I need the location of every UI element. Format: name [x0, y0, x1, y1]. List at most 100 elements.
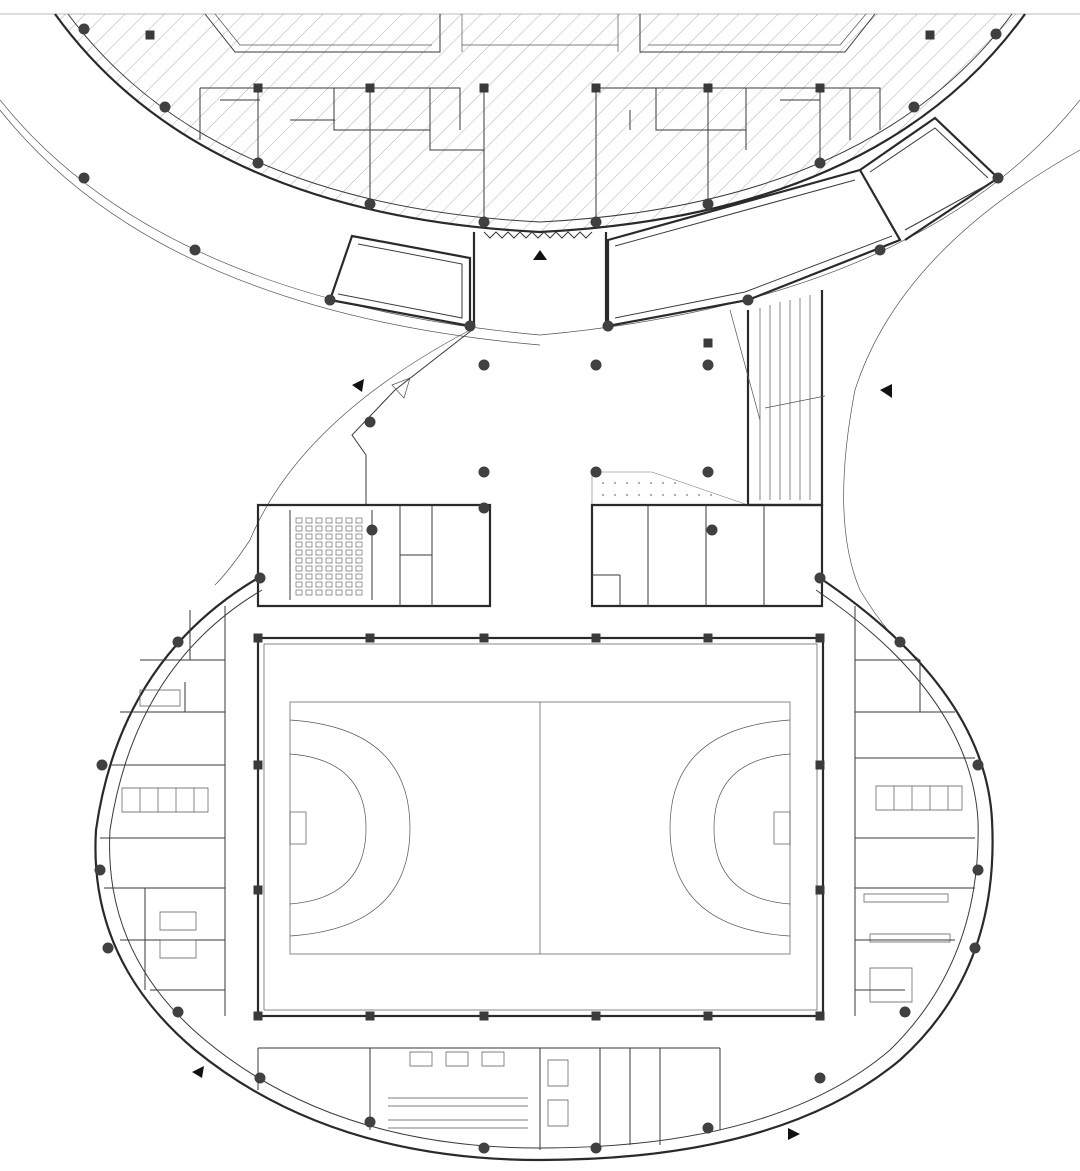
seat — [335, 549, 343, 556]
seat — [325, 517, 333, 524]
seat — [355, 525, 363, 532]
round-column-icon — [702, 198, 714, 210]
entrance-marker-icon-bottom-right — [788, 1128, 800, 1140]
round-column-icon — [478, 359, 490, 371]
round-column-icon — [894, 636, 906, 648]
seat — [335, 533, 343, 540]
seat — [295, 581, 303, 588]
auditorium-seating — [295, 517, 363, 596]
round-column-icon — [814, 1072, 826, 1084]
square-column-icon — [703, 83, 713, 93]
seat — [305, 557, 313, 564]
bulb-outer-wall — [94, 577, 994, 1162]
round-column-icon — [159, 101, 171, 113]
entrance-marker-icon-lobby-left — [352, 379, 364, 392]
seat — [355, 549, 363, 556]
round-column-icon — [478, 502, 490, 514]
square-column-icon — [925, 30, 935, 40]
square-columns — [145, 30, 935, 1021]
court-right-goal — [773, 811, 791, 845]
round-column-icon — [874, 244, 886, 256]
lobby-stair-lines — [759, 295, 811, 500]
seat — [345, 525, 353, 532]
left-office-desks — [159, 911, 197, 959]
square-column-icon — [591, 1011, 601, 1021]
entrance-marker-icon-lobby-right — [880, 384, 892, 398]
square-column-icon — [253, 885, 263, 895]
round-column-icon — [478, 1142, 490, 1154]
round-column-icon — [702, 1122, 714, 1134]
top-outer-ring-2 — [0, 109, 541, 346]
top-stand-outline — [204, 13, 876, 53]
seat — [335, 525, 343, 532]
seat — [295, 565, 303, 572]
seat — [335, 557, 343, 564]
seat — [305, 549, 313, 556]
right-side-rooms — [854, 606, 975, 1016]
upper-left-room-dividers — [289, 505, 433, 606]
seat — [345, 581, 353, 588]
seat — [305, 573, 313, 580]
round-column-icon — [102, 942, 114, 954]
seat — [295, 533, 303, 540]
square-column-icon — [145, 30, 155, 40]
round-column-icon — [366, 524, 378, 536]
top-left-wing-inner — [337, 243, 463, 319]
seat — [355, 517, 363, 524]
seat — [325, 589, 333, 596]
top-stand-inner — [214, 13, 867, 52]
round-column-icon — [899, 1006, 911, 1018]
entrance-markers — [192, 250, 892, 1140]
seat — [355, 565, 363, 572]
seat — [295, 557, 303, 564]
round-column-icon — [972, 759, 984, 771]
seat — [335, 589, 343, 596]
round-column-icon — [702, 359, 714, 371]
square-column-icon — [253, 760, 263, 770]
entrance-marker-icon-top — [533, 250, 547, 260]
dotted-zone — [591, 471, 749, 506]
square-column-icon — [365, 633, 375, 643]
seat — [315, 517, 323, 524]
square-column-icon — [815, 1011, 825, 1021]
seat — [355, 557, 363, 564]
seat — [345, 589, 353, 596]
seat — [295, 541, 303, 548]
seat — [315, 581, 323, 588]
round-column-icon — [172, 636, 184, 648]
upper-left-rooms — [256, 503, 492, 608]
court-right-arc-inner — [713, 753, 791, 905]
seat — [355, 589, 363, 596]
seat — [295, 589, 303, 596]
seat — [335, 541, 343, 548]
court-left-arc-inner — [289, 753, 367, 905]
round-column-icon — [324, 294, 336, 306]
square-column-icon — [365, 83, 375, 93]
round-column-icon — [590, 359, 602, 371]
round-column-icon — [464, 320, 476, 332]
square-column-icon — [815, 633, 825, 643]
seat — [335, 517, 343, 524]
top-right-annex-inner — [869, 127, 989, 231]
seat — [305, 517, 313, 524]
court-right-arc-outer — [669, 719, 791, 937]
round-column-icon — [478, 466, 490, 478]
seat — [325, 581, 333, 588]
round-column-icon — [172, 1006, 184, 1018]
court-left-goal — [289, 811, 307, 845]
square-column-icon — [365, 1011, 375, 1021]
seat — [315, 533, 323, 540]
seat — [335, 565, 343, 572]
outer-curve-left — [214, 329, 471, 586]
seat — [355, 581, 363, 588]
top-building — [0, 13, 1080, 346]
round-column-icon — [96, 759, 108, 771]
entry-corridor-walls — [472, 232, 608, 326]
seat — [325, 573, 333, 580]
round-column-icon — [590, 1142, 602, 1154]
square-column-icon — [253, 1011, 263, 1021]
seat — [345, 549, 353, 556]
seat — [355, 541, 363, 548]
seat — [305, 525, 313, 532]
round-column-icon — [742, 294, 754, 306]
